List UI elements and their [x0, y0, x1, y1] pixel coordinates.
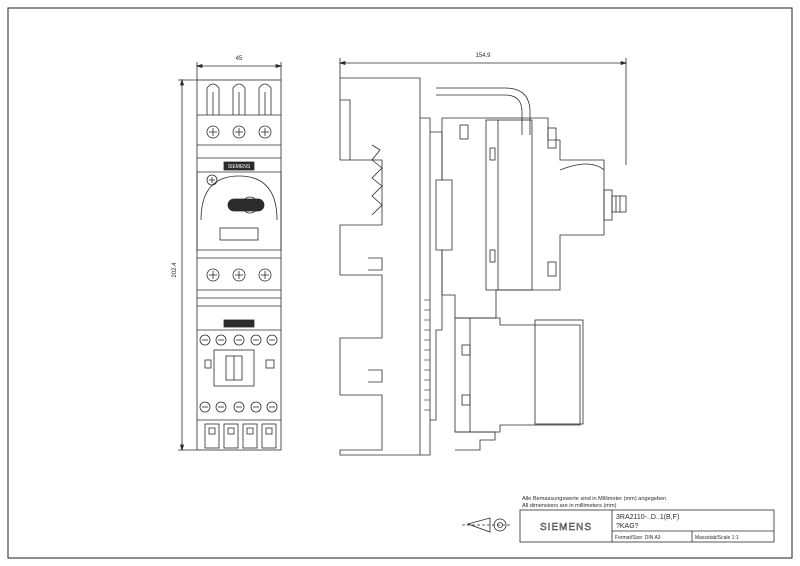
page-frame: [7, 7, 793, 559]
cooling-ribs: [424, 299, 430, 411]
bottom-terminals: [204, 423, 277, 449]
front-height-label: 202.4: [172, 262, 178, 278]
title-block: Alle Bemassungswerte sind in Millimeter …: [462, 496, 775, 543]
adjust-dial-icon: [206, 174, 218, 186]
side-view: 154.9: [338, 53, 628, 456]
top-screw-terminals: [206, 125, 272, 139]
front-brand-plate: [223, 161, 255, 171]
breaker-body: [441, 117, 605, 319]
side-width-label: 154.9: [475, 53, 491, 59]
front-view: 45 202.4: [172, 56, 283, 452]
breaker-face: [196, 171, 282, 251]
title-block-logo: SIEMENS: [540, 522, 592, 533]
bottom-clip: [455, 431, 496, 451]
projection-symbol-icon: [462, 517, 510, 533]
side-width-dimension: 154.9: [338, 53, 628, 165]
front-width-label: 45: [236, 56, 243, 62]
middle-screw-terminals: [206, 268, 272, 282]
rotary-handle-icon: [227, 196, 265, 214]
contactor-body: [454, 317, 581, 433]
top-terminal-fingers: [206, 83, 272, 115]
front-width-dimension: 45: [195, 56, 283, 80]
front-height-dimension: 202.4: [172, 78, 197, 452]
contactor-upper-screws: [199, 334, 278, 346]
din-rail-profile: [339, 77, 421, 456]
front-body-outline: [196, 79, 282, 451]
front-brand-label: SIEMENS: [228, 164, 251, 170]
rotary-shaft: [603, 189, 627, 221]
contactor-lower-screws: [199, 401, 278, 413]
drawing-code: ?KAG?: [616, 523, 639, 530]
scale-label: Massstab/Scale 1:1: [695, 535, 739, 541]
part-number: 3RA2110-..D..1(B,F): [616, 514, 679, 521]
label-window: [219, 227, 259, 241]
format-size-label: Format/Size: DIN A3: [615, 535, 661, 541]
dimension-note-english: All dimensions are in millimeters (mm): [522, 503, 617, 509]
top-wire-loop: [436, 94, 523, 135]
dimension-note-german: Alle Bemassungswerte sind in Millimeter …: [522, 496, 666, 502]
contactor-indicator: [213, 349, 255, 387]
